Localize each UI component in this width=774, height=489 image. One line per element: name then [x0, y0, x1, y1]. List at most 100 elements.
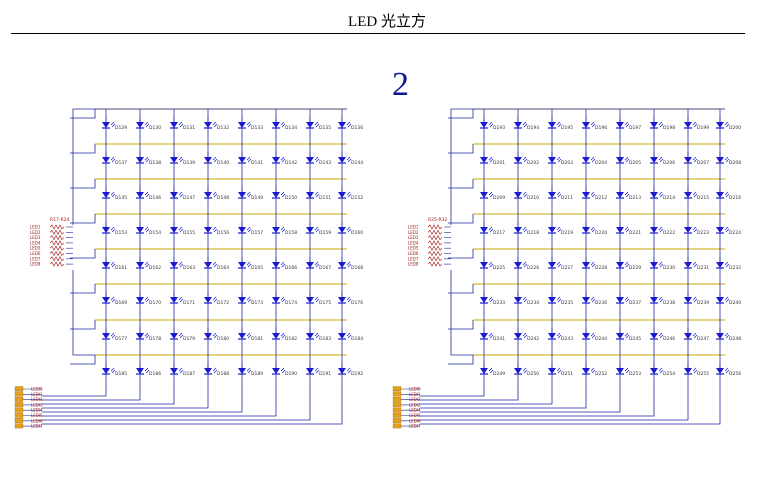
connector-pin	[14, 396, 24, 402]
led-diode	[170, 292, 184, 304]
column-drop-wire	[42, 385, 311, 421]
connector-pin-label: LEDI3	[31, 402, 43, 407]
connector-pin-label: LEDI6	[409, 418, 421, 423]
frame-wire	[72, 108, 347, 225]
connector-pin	[392, 402, 402, 408]
led-ref-label: D175	[319, 300, 331, 306]
led-ref-label: D211	[561, 195, 573, 201]
led-diode	[238, 292, 252, 304]
resistor	[427, 250, 443, 257]
column-drop-wire	[42, 385, 343, 425]
led-diode	[684, 292, 698, 304]
led-diode	[170, 117, 184, 129]
connector-pin	[14, 407, 24, 413]
header-rule	[11, 33, 745, 34]
led-diode	[716, 222, 730, 234]
led-diode	[582, 292, 596, 304]
led-diode	[650, 152, 664, 164]
column-drop-wire	[42, 385, 141, 401]
led-ref-label: D210	[527, 195, 539, 201]
led-diode	[650, 363, 664, 375]
connector-pin	[392, 423, 402, 429]
led-ref-label: D205	[629, 160, 641, 166]
connector-pin	[14, 386, 24, 392]
led-diode	[480, 257, 494, 269]
led-diode	[548, 257, 562, 269]
connector-pin	[14, 418, 24, 423]
row-feed-wire	[448, 249, 474, 259]
led-diode	[480, 363, 494, 375]
led-diode	[616, 222, 630, 234]
led-ref-label: D194	[527, 125, 539, 131]
led-ref-label: D253	[629, 371, 641, 377]
led-diode	[306, 328, 320, 340]
led-diode	[650, 292, 664, 304]
resistor	[49, 245, 65, 251]
led-ref-label: D218	[527, 230, 539, 236]
led-diode	[650, 257, 664, 269]
resistor	[49, 229, 65, 235]
led-diode	[582, 328, 596, 340]
led-ref-label: D129	[115, 125, 127, 131]
led-diode	[136, 257, 150, 269]
led-ref-label: D181	[251, 336, 263, 342]
led-diode	[136, 292, 150, 304]
led-ref-label: D212	[595, 195, 607, 201]
led-diode	[514, 187, 528, 199]
led-ref-label: D184	[351, 336, 363, 342]
led-ref-label: D154	[149, 230, 161, 236]
led-diode	[548, 222, 562, 234]
led-diode	[272, 152, 286, 164]
led-diode	[716, 363, 730, 375]
led-diode	[480, 222, 494, 234]
column-drop-wire	[420, 385, 621, 413]
led-ref-label: D223	[697, 230, 709, 236]
led-ref-label: D147	[183, 195, 195, 201]
led-ref-label: D134	[285, 125, 297, 131]
connector-pin	[392, 386, 402, 392]
led-ref-label: D208	[729, 160, 741, 166]
led-ref-label: D172	[217, 300, 229, 306]
led-ref-label: D161	[115, 265, 127, 271]
row-feed-wire	[448, 355, 474, 365]
resistor	[49, 234, 65, 241]
led-ref-label: D213	[629, 195, 641, 201]
led-diode	[238, 222, 252, 234]
led-ref-label: D224	[729, 230, 741, 236]
led-ref-label: D251	[561, 371, 573, 377]
led-diode	[338, 257, 352, 269]
connector-pin-label: LEDI1	[31, 392, 43, 397]
led-diode	[338, 328, 352, 340]
led-diode	[306, 117, 320, 129]
led-ref-label: D235	[561, 300, 573, 306]
resistor-ref-label: R25-R32	[428, 217, 447, 223]
row-net-label: LED4	[408, 240, 419, 245]
led-ref-label: D198	[663, 125, 675, 131]
led-diode	[480, 292, 494, 304]
led-diode	[616, 292, 630, 304]
led-ref-label: D171	[183, 300, 195, 306]
led-diode	[102, 363, 116, 375]
led-diode	[272, 117, 286, 129]
led-ref-label: D131	[183, 125, 195, 131]
connector-pin-label: LEDI2	[31, 397, 43, 402]
led-diode	[338, 292, 352, 304]
led-ref-label: D183	[319, 336, 331, 342]
led-diode	[480, 328, 494, 340]
led-ref-label: D180	[217, 336, 229, 342]
led-ref-label: D243	[561, 336, 573, 342]
led-diode	[616, 187, 630, 199]
led-ref-label: D167	[319, 265, 331, 271]
row-feed-wire	[70, 109, 96, 119]
led-diode	[136, 328, 150, 340]
led-diode	[306, 257, 320, 269]
led-ref-label: D192	[351, 371, 363, 377]
led-diode	[170, 328, 184, 340]
led-ref-label: D202	[527, 160, 539, 166]
led-ref-label: D238	[663, 300, 675, 306]
led-ref-label: D222	[663, 230, 675, 236]
led-diode	[204, 222, 218, 234]
led-diode	[102, 292, 116, 304]
led-diode	[338, 117, 352, 129]
led-diode	[650, 222, 664, 234]
